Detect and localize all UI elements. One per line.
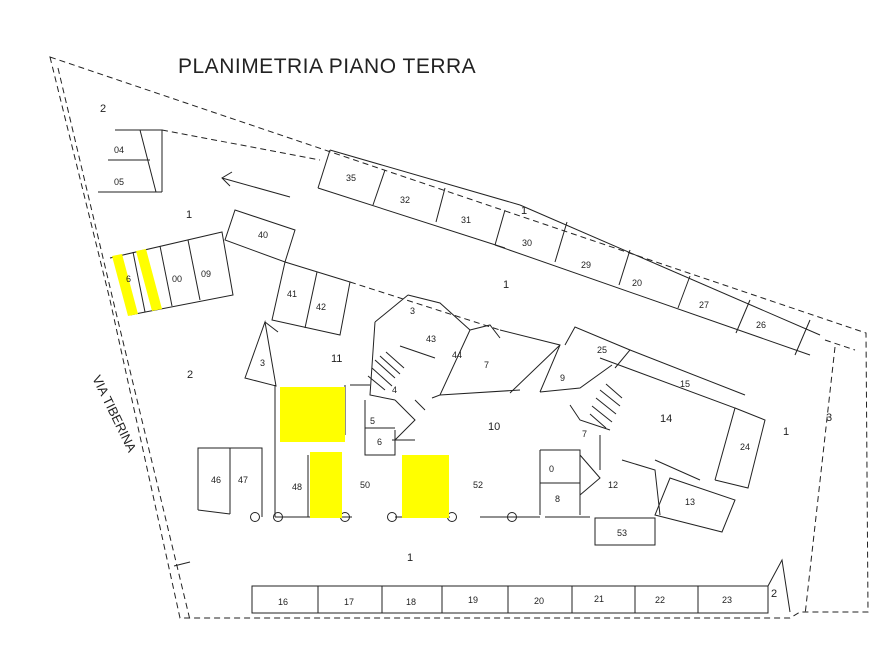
label-42: 42 bbox=[316, 302, 326, 312]
label-4: 4 bbox=[392, 385, 397, 395]
label-1-mid: 1 bbox=[503, 279, 509, 291]
label-41: 41 bbox=[287, 289, 297, 299]
direction-arrow bbox=[221, 171, 291, 198]
label-16: 16 bbox=[278, 597, 288, 607]
label-09: 09 bbox=[201, 269, 211, 279]
central-building bbox=[369, 294, 766, 533]
label-50: 50 bbox=[360, 480, 370, 490]
label-11: 11 bbox=[331, 353, 342, 365]
label-23: 23 bbox=[722, 595, 732, 605]
label-40: 40 bbox=[258, 230, 268, 240]
label-18: 18 bbox=[406, 597, 416, 607]
label-31: 31 bbox=[461, 215, 471, 225]
rooms-right-center bbox=[539, 404, 661, 516]
dash-line bbox=[161, 129, 321, 161]
label-32: 32 bbox=[400, 195, 410, 205]
label-22: 22 bbox=[655, 595, 665, 605]
stair-hatch-left bbox=[367, 351, 405, 391]
label-2-left: 2 bbox=[187, 369, 193, 381]
label-47: 47 bbox=[238, 475, 248, 485]
label-5: 5 bbox=[370, 416, 375, 426]
label-0: 0 bbox=[549, 464, 554, 474]
highlight-unit-1 bbox=[280, 387, 345, 442]
wall bbox=[264, 321, 279, 333]
site-boundary bbox=[49, 56, 869, 619]
label-2-top: 2 bbox=[100, 103, 106, 115]
room-53 bbox=[594, 517, 656, 546]
label-10: 10 bbox=[488, 421, 500, 433]
parking-block-top-left bbox=[98, 129, 163, 193]
label-26: 26 bbox=[756, 320, 766, 330]
label-27: 27 bbox=[699, 300, 709, 310]
dash-line-mid bbox=[349, 281, 501, 331]
label-1-right: 1 bbox=[783, 426, 789, 438]
garage-row-bottom bbox=[251, 558, 791, 614]
highlight-stripe-2 bbox=[136, 249, 162, 311]
label-8: 8 bbox=[555, 494, 560, 504]
label-46: 46 bbox=[211, 475, 221, 485]
label-6b: 6 bbox=[377, 437, 382, 447]
garage-block-41-42 bbox=[271, 261, 351, 336]
highlight-unit-3 bbox=[402, 455, 449, 518]
plan-title: PLANIMETRIA PIANO TERRA bbox=[178, 55, 476, 78]
label-7: 7 bbox=[484, 360, 489, 370]
road-edge-top bbox=[824, 339, 856, 351]
label-1-top: 1 bbox=[521, 205, 527, 217]
highlight-unit-2 bbox=[310, 452, 342, 518]
label-1-bottom: 1 bbox=[407, 552, 413, 564]
garage-block-40 bbox=[109, 209, 296, 316]
label-1-left: 1 bbox=[186, 209, 192, 221]
label-25: 25 bbox=[597, 345, 607, 355]
label-3-right: 3 bbox=[826, 412, 832, 424]
highlight-stripe-1 bbox=[112, 254, 138, 316]
rooms-5-6 bbox=[364, 399, 426, 456]
label-20: 20 bbox=[632, 278, 642, 288]
label-35: 35 bbox=[346, 173, 356, 183]
label-44: 44 bbox=[452, 350, 462, 360]
label-43: 43 bbox=[426, 334, 436, 344]
unit-labels: 2 04 05 1 35 32 31 1 30 29 20 27 26 40 6… bbox=[100, 103, 832, 607]
label-24: 24 bbox=[740, 442, 750, 452]
label-14: 14 bbox=[660, 413, 672, 425]
storefront-wall bbox=[197, 384, 590, 522]
label-15: 15 bbox=[680, 379, 690, 389]
label-9: 9 bbox=[560, 373, 565, 383]
block-3-triangle bbox=[244, 320, 277, 387]
label-3a: 3 bbox=[260, 358, 265, 368]
label-29: 29 bbox=[581, 260, 591, 270]
label-48: 48 bbox=[292, 482, 302, 492]
label-3b: 3 bbox=[410, 306, 415, 316]
label-13: 13 bbox=[685, 497, 695, 507]
label-20b: 20 bbox=[534, 596, 544, 606]
label-2-bottom: 2 bbox=[771, 588, 777, 600]
label-52: 52 bbox=[473, 480, 483, 490]
label-6: 6 bbox=[126, 274, 131, 284]
label-04: 04 bbox=[114, 145, 124, 155]
label-53: 53 bbox=[617, 528, 627, 538]
label-30: 30 bbox=[522, 238, 532, 248]
label-12: 12 bbox=[608, 480, 618, 490]
label-21: 21 bbox=[594, 594, 604, 604]
stair-hatch-right bbox=[589, 383, 623, 429]
label-19: 19 bbox=[468, 595, 478, 605]
street-name: VIA TIBERINA bbox=[89, 373, 139, 455]
garage-row-top bbox=[317, 149, 821, 356]
label-7b: 7 bbox=[582, 429, 587, 439]
label-00: 00 bbox=[172, 274, 182, 284]
road-edge bbox=[804, 346, 836, 616]
label-05: 05 bbox=[114, 177, 124, 187]
tick-mark bbox=[173, 561, 191, 567]
label-17: 17 bbox=[344, 597, 354, 607]
